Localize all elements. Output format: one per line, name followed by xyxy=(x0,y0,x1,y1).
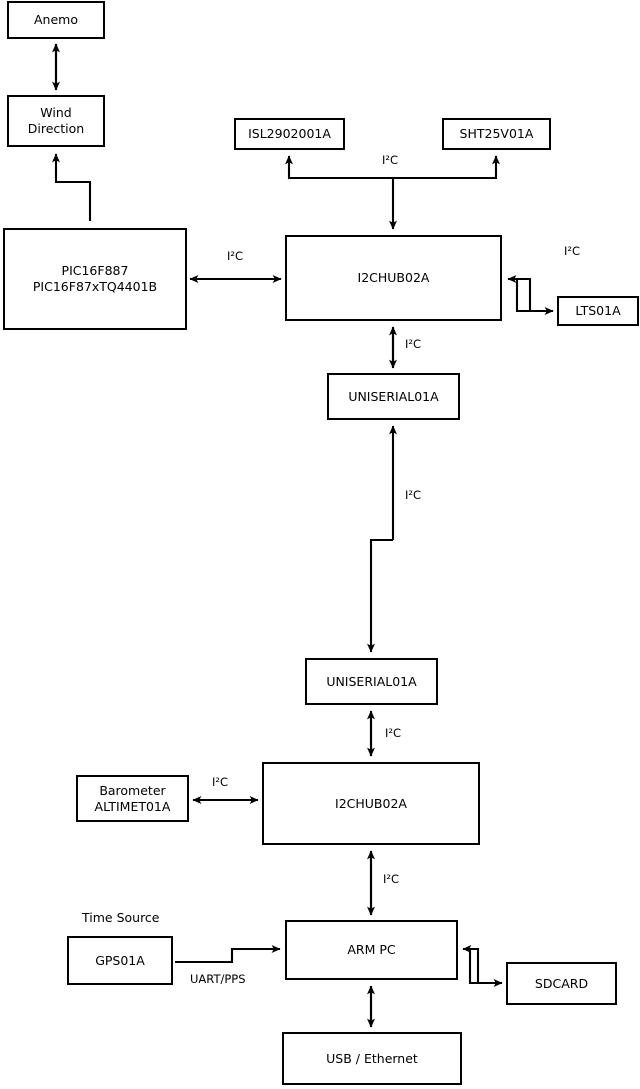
edge-bus-sht xyxy=(393,155,500,180)
node-sht25v01a[interactable]: SHT25V01A xyxy=(442,118,551,150)
node-wind-direction[interactable]: Wind Direction xyxy=(7,95,105,147)
edge-label-hub-lts: I²C xyxy=(564,244,581,258)
node-i2chub02a-bottom[interactable]: I2CHUB02A xyxy=(262,762,480,845)
edge-pic-wind xyxy=(52,153,92,221)
edge-uniserial-link-down xyxy=(367,538,393,653)
node-anemo[interactable]: Anemo xyxy=(7,1,105,39)
node-pic-mcu[interactable]: PIC16F887 PIC16F87xTQ4401B xyxy=(3,228,187,330)
edge-armpc-sdcard xyxy=(468,949,503,987)
node-lts01a-label: LTS01A xyxy=(575,303,621,318)
node-uniserial01a-lower[interactable]: UNISERIAL01A xyxy=(305,658,438,705)
node-uniserial01a-upper[interactable]: UNISERIAL01A xyxy=(327,373,460,420)
node-sdcard[interactable]: SDCARD xyxy=(506,962,617,1005)
node-uniserial01a-upper-label: UNISERIAL01A xyxy=(348,388,439,404)
edge-hub-lts xyxy=(515,279,554,315)
node-arm-pc-label: ARM PC xyxy=(347,942,396,957)
node-i2chub02a-top[interactable]: I2CHUB02A xyxy=(285,235,502,321)
node-gps01a[interactable]: GPS01A xyxy=(67,936,173,985)
node-usb-ethernet[interactable]: USB / Ethernet xyxy=(282,1032,462,1085)
node-barometer-altimet01a[interactable]: Barometer ALTIMET01A xyxy=(76,775,189,822)
edge-gps-armpc xyxy=(175,945,281,964)
label-time-source: Time Source xyxy=(82,910,160,925)
node-sdcard-label: SDCARD xyxy=(534,975,589,991)
node-uniserial01a-lower-label: UNISERIAL01A xyxy=(326,673,417,689)
node-i2chub02a-bottom-label: I2CHUB02A xyxy=(335,795,407,811)
edge-label-gps-armpc: UART/PPS xyxy=(190,972,246,986)
node-isl2902001a[interactable]: ISL2902001A xyxy=(234,118,345,150)
edge-label-pic-hub: I²C xyxy=(227,249,244,263)
node-isl2902001a-label: ISL2902001A xyxy=(248,126,331,141)
edge-label-uniserial-link: I²C xyxy=(405,488,422,502)
edge-bus-isl xyxy=(285,155,393,180)
edge-label-hub-armpc: I²C xyxy=(383,872,400,886)
node-arm-pc[interactable]: ARM PC xyxy=(285,920,458,980)
node-i2chub02a-top-label: I2CHUB02A xyxy=(357,270,430,285)
node-pic-mcu-label: PIC16F887 PIC16F87xTQ4401B xyxy=(32,263,158,294)
node-barometer-altimet01a-label: Barometer ALTIMET01A xyxy=(94,782,171,814)
edge-sdcard-armpc xyxy=(462,945,480,983)
edge-label-uniserial-hub-bottom: I²C xyxy=(385,726,402,740)
node-wind-direction-label: Wind Direction xyxy=(27,105,85,136)
node-lts01a[interactable]: LTS01A xyxy=(557,296,639,326)
node-gps01a-label: GPS01A xyxy=(95,952,145,968)
node-sht25v01a-label: SHT25V01A xyxy=(459,126,534,141)
edge-label-isl-sht-bus: I²C xyxy=(382,153,399,167)
node-usb-ethernet-label: USB / Ethernet xyxy=(326,1050,418,1066)
edge-label-barometer-hub: I²C xyxy=(212,775,229,789)
edge-lts-hub xyxy=(507,275,532,311)
node-anemo-label: Anemo xyxy=(34,12,78,27)
edge-label-hub-uniserial: I²C xyxy=(405,337,422,351)
